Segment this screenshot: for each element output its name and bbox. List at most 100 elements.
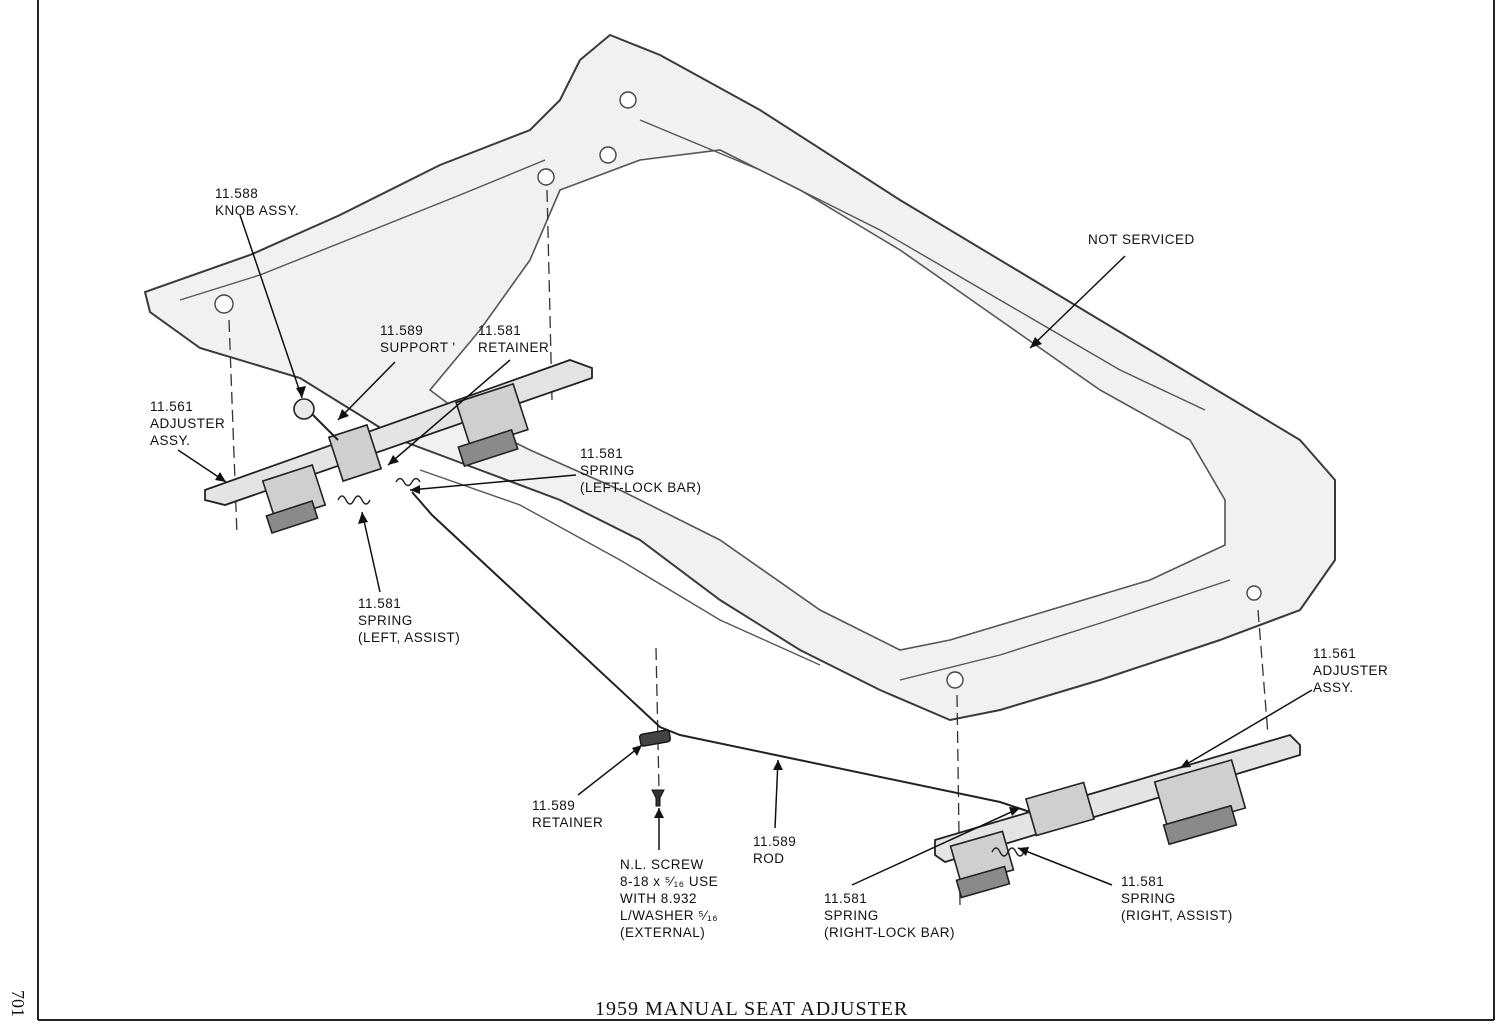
arrow-knob [296,386,306,398]
leader-rod [774,759,779,829]
seat-frame-inner-rail-left [419,469,821,666]
leader-not-serviced [1029,255,1126,349]
label-rod-line-1: 11.589 [753,834,796,849]
right-lock-bracket [1024,781,1096,837]
label-adjuster-left-line-2: ADJUSTER [150,416,225,431]
label-retainer-top: 11.581 RETAINER [478,323,549,355]
leader-spring-right-lock [851,807,1021,886]
leader-knob [239,214,303,399]
left-adjuster-assembly [204,359,593,534]
leader-spring-left-lock [409,474,577,491]
arrow-retainer-bottom [632,745,642,756]
figure-caption: 1959 MANUAL SEAT ADJUSTER [595,998,908,1020]
label-retainer-bottom-line-2: RETAINER [532,815,603,830]
label-spring-left-assist-line-2: SPRING [358,613,413,628]
label-adjuster-left-line-3: ASSY. [150,433,191,448]
label-spring-right-assist-line-3: (RIGHT, ASSIST) [1121,908,1233,923]
arrow-adjuster-right [1180,759,1191,768]
page-number: 701 [8,990,28,1017]
knob-icon [293,398,315,420]
label-spring-right-lock-line-1: 11.581 [824,891,867,906]
right-slide-foot-1 [955,865,1011,899]
arrow-not-serviced [1030,337,1042,348]
label-rod-line-2: ROD [753,851,785,866]
label-screw-line-3: WITH 8.932 [620,891,697,906]
label-spring-left-assist: 11.581 SPRING (LEFT, ASSIST) [358,596,460,645]
leader-support [337,361,396,421]
left-lock-bracket [327,423,383,483]
label-spring-right-assist-line-1: 11.581 [1121,874,1164,889]
right-assist-spring [991,847,1025,857]
left-lock-spring [395,477,421,487]
label-support: 11.589 SUPPORT ' [380,323,456,355]
arrow-adjuster-left [215,472,226,482]
frame-hole-6 [1246,585,1262,601]
label-spring-left-lock-line-3: (LEFT-LOCK BAR) [580,480,702,495]
frame-hole-2 [537,168,555,186]
leader-adjuster-right [1179,689,1313,769]
seat-frame [143,33,1336,722]
frame-hole-4 [599,146,617,164]
label-screw-line-1: N.L. SCREW [620,857,704,872]
leader-retainer-bottom [577,744,643,796]
label-screw-line-2: 8-18 x ⁵⁄₁₆ USE [620,874,718,889]
label-adjuster-right-line-1: 11.561 [1313,646,1356,661]
arrow-support [338,409,349,420]
alignment-line-3 [655,647,660,791]
leader-retainer-top [387,359,511,466]
adjuster-rod [411,491,1031,813]
label-spring-right-assist-line-2: SPRING [1121,891,1176,906]
label-spring-right-assist: 11.581 SPRING (RIGHT, ASSIST) [1121,874,1233,923]
label-knob-assy-line-1: 11.588 [215,186,258,201]
screw-icon [651,789,665,807]
leader-spring-left-assist [361,511,381,593]
label-spring-right-lock-line-3: (RIGHT-LOCK BAR) [824,925,955,940]
leader-spring-right-assist [1017,847,1113,886]
left-slide-foot-2 [457,428,519,468]
knob-stem [311,413,339,441]
label-retainer-top-line-2: RETAINER [478,340,549,355]
arrow-spring-right-lock [1009,807,1020,816]
label-retainer-top-line-1: 11.581 [478,323,521,338]
label-knob-assy-line-2: KNOB ASSY. [215,203,299,218]
label-spring-right-lock: 11.581 SPRING (RIGHT-LOCK BAR) [824,891,955,940]
leader-lines [177,214,1313,886]
seat-frame-inner-rail-right [639,119,1206,411]
label-support-line-2: SUPPORT ' [380,340,456,355]
label-adjuster-right-line-2: ADJUSTER [1313,663,1388,678]
seat-frame-opening [428,149,1226,651]
label-spring-left-assist-line-3: (LEFT, ASSIST) [358,630,460,645]
right-adjuster-assembly [934,733,1301,899]
label-adjuster-left: 11.561 ADJUSTER ASSY. [150,399,230,448]
label-retainer-bottom: 11.589 RETAINER [532,798,603,830]
label-adjuster-right: 11.561 ADJUSTER ASSY. [1313,646,1393,695]
label-adjuster-right-line-3: ASSY. [1313,680,1354,695]
arrow-spring-left-lock [410,485,420,494]
label-screw: N.L. SCREW 8-18 x ⁵⁄₁₆ USE WITH 8.932 L/… [620,857,722,940]
label-retainer-bottom-line-1: 11.589 [532,798,575,813]
label-screw-line-4: L/WASHER ⁵⁄₁₆ [620,908,718,923]
label-screw-line-5: (EXTERNAL) [620,925,705,940]
alignment-lines [228,189,1269,906]
left-assist-spring [337,495,371,505]
left-slide-foot-1 [265,500,319,534]
label-not-serviced: NOT SERVICED [1088,232,1195,247]
frame-hole-3 [619,91,637,109]
label-knob-assy: 11.588 KNOB ASSY. [215,186,299,218]
label-not-serviced-line-1: NOT SERVICED [1088,232,1195,247]
arrow-retainer-top [388,455,399,465]
frame-hole-5 [946,671,964,689]
label-spring-left-lock-line-1: 11.581 [580,446,623,461]
arrow-screw [654,808,664,818]
right-slide-foot-2 [1162,804,1238,846]
label-spring-right-lock-line-2: SPRING [824,908,879,923]
seat-frame-inner-rail-top [179,159,546,301]
label-spring-left-assist-line-1: 11.581 [358,596,401,611]
label-spring-left-lock: 11.581 SPRING (LEFT-LOCK BAR) [580,446,702,495]
arrow-rod [773,760,783,770]
label-rod: 11.589 ROD [753,834,801,866]
label-spring-left-lock-line-2: SPRING [580,463,635,478]
arrow-spring-right-assist [1018,847,1029,856]
seat-frame-inner-rail-bottom [899,579,1231,681]
